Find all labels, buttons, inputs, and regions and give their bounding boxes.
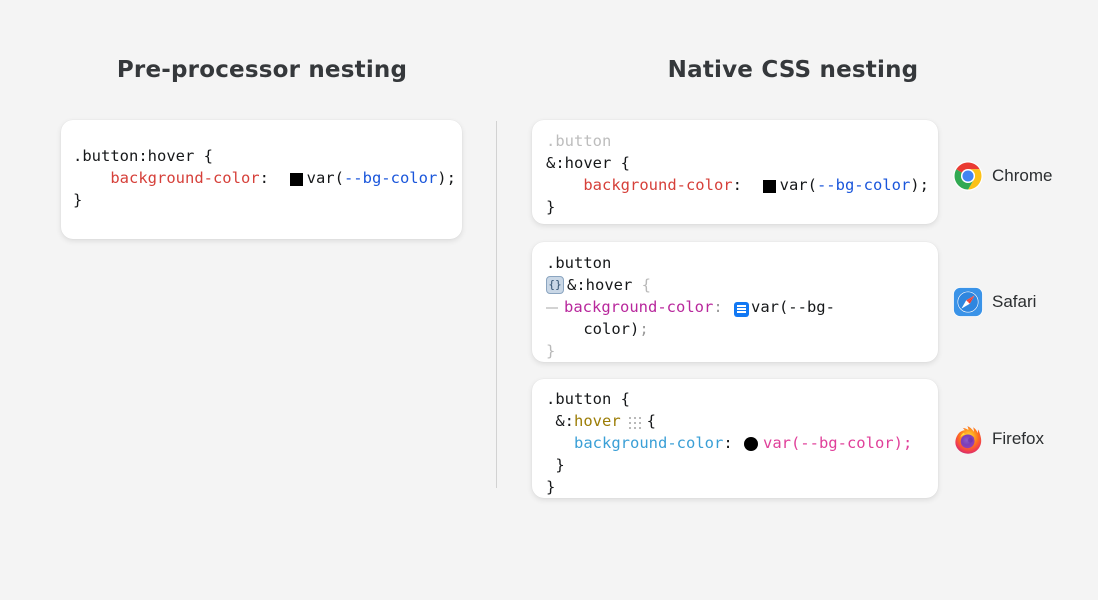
code-token: hover	[574, 412, 621, 430]
code-token: }	[73, 191, 83, 209]
code-token: var(--bg-color);	[762, 434, 913, 452]
code-token: :	[713, 298, 732, 316]
code-line: background-color: var(--bg-color);	[73, 167, 456, 189]
code-token: color)	[546, 320, 640, 338]
code-token: }	[546, 456, 565, 474]
browser-label-safari: Safari	[992, 292, 1037, 311]
code-token: .button	[546, 132, 612, 150]
page-title-preprocessor: Pre-processor nesting	[116, 57, 408, 83]
code-token: :	[732, 176, 761, 194]
code-token	[546, 174, 583, 196]
code-line: }	[546, 454, 912, 476]
safari-logo-icon	[953, 287, 983, 317]
code-line: }	[546, 476, 912, 498]
drag-handle-grid-icon[interactable]	[627, 416, 641, 430]
code-token: background-color	[564, 298, 714, 316]
chrome-code-card: .button &:hover { background-color: var(-…	[532, 120, 938, 224]
code-token: }	[546, 342, 556, 360]
code-token: .button {	[546, 390, 630, 408]
code-line: background-color: var(--bg-	[546, 296, 835, 318]
code-token: }	[546, 478, 556, 496]
code-line: .button {	[546, 388, 912, 410]
code-line: .button	[546, 130, 929, 152]
code-token: {	[646, 412, 657, 430]
code-token: );	[437, 169, 456, 187]
code-token: background-color	[574, 434, 724, 452]
code-token: :	[723, 434, 742, 452]
chrome-logo-icon	[953, 161, 983, 191]
browser-row-safari: Safari	[953, 287, 1036, 317]
color-swatch-black-square[interactable]	[762, 179, 776, 193]
code-token: &:hover {	[546, 154, 630, 172]
code-line: }	[546, 340, 835, 362]
color-swatch-black-circle[interactable]	[743, 437, 758, 451]
firefox-code-card: .button { &:hover { background-color: var…	[532, 379, 938, 498]
preprocessor-code-card: .button:hover { background-color: var(--…	[61, 120, 462, 239]
code-token: &:	[546, 412, 574, 430]
code-line: }	[546, 196, 929, 218]
code-line: .button	[546, 252, 835, 274]
code-token: var(	[779, 176, 817, 194]
safari-code-block: .button{}&:hover {background-color: var(…	[546, 252, 835, 362]
code-token	[546, 432, 574, 454]
code-line: background-color: var(--bg-color);	[546, 432, 912, 454]
code-token: {	[641, 276, 651, 294]
preprocessor-code-block: .button:hover { background-color: var(--…	[73, 145, 456, 211]
browser-row-chrome: Chrome	[953, 161, 1052, 191]
color-swatch-black-square[interactable]	[289, 172, 303, 186]
code-token: );	[910, 176, 929, 194]
page-title-native-css: Native CSS nesting	[667, 57, 919, 83]
safari-code-card: .button{}&:hover {background-color: var(…	[532, 242, 938, 362]
css-rule-badge-icon[interactable]: {}	[546, 276, 564, 294]
code-token: --bg-color	[816, 176, 911, 194]
browser-label-firefox: Firefox	[992, 429, 1044, 448]
code-line: }	[73, 189, 456, 211]
code-token: }	[546, 198, 556, 216]
code-token: ;	[639, 320, 649, 338]
code-token: .button:hover {	[73, 147, 213, 165]
code-token: background-color	[583, 176, 733, 194]
code-token: var(	[306, 169, 344, 187]
browser-label-chrome: Chrome	[992, 166, 1053, 185]
code-token: &:hover	[567, 276, 642, 294]
code-token: :	[259, 169, 288, 187]
code-line: .button:hover {	[73, 145, 456, 167]
column-divider	[496, 121, 497, 488]
gutter-dash-icon	[546, 307, 558, 309]
code-line: background-color: var(--bg-color);	[546, 174, 929, 196]
firefox-logo-icon	[955, 426, 982, 454]
code-line: color);	[546, 318, 835, 340]
code-token	[73, 167, 110, 189]
browser-row-firefox: Firefox	[953, 424, 1044, 454]
code-line: &:hover {	[546, 410, 912, 432]
chrome-code-block: .button &:hover { background-color: var(-…	[546, 130, 929, 218]
code-token: background-color	[110, 169, 260, 187]
firefox-code-block: .button { &:hover { background-color: var…	[546, 388, 912, 498]
code-token: .button	[546, 254, 612, 272]
code-token: --bg-color	[343, 169, 438, 187]
code-line: &:hover {	[546, 152, 929, 174]
color-swatch-safari-variable[interactable]	[733, 301, 749, 317]
code-line: {}&:hover {	[546, 274, 835, 296]
code-token: var(--bg-	[750, 298, 835, 316]
